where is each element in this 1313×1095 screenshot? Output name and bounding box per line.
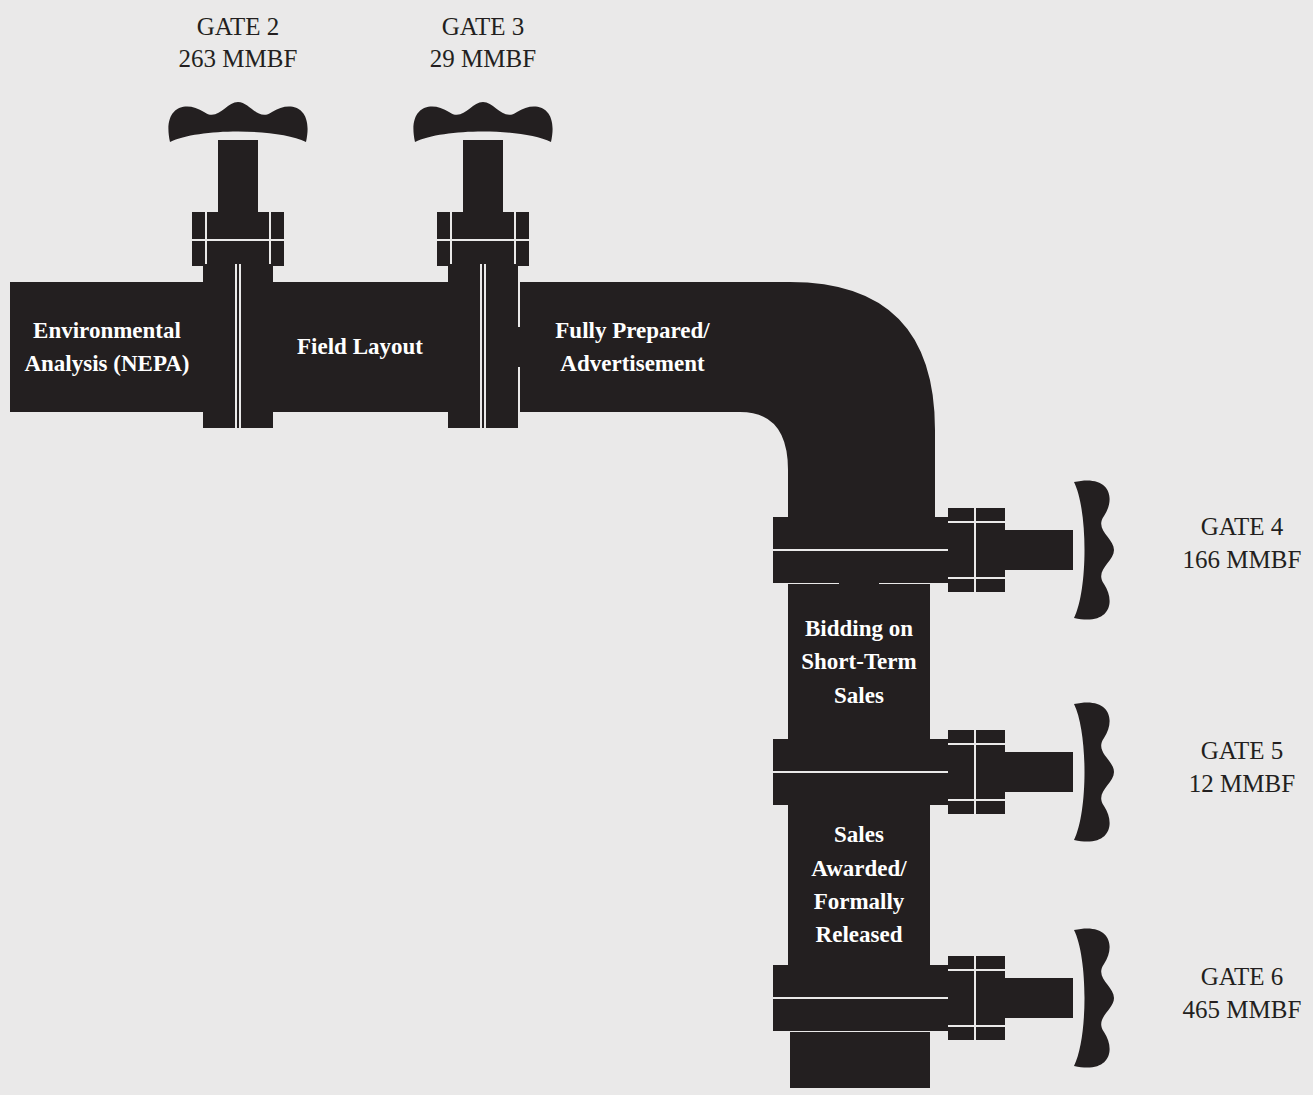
valve-stem <box>463 140 503 215</box>
handle-shape <box>1074 480 1114 619</box>
valve-nut <box>437 212 529 266</box>
nut-line <box>948 577 1005 579</box>
nut-line <box>948 799 1005 801</box>
gate-name: GATE 4 <box>1201 512 1284 542</box>
valve-nut <box>948 730 1005 814</box>
valve-handle <box>1074 928 1114 1067</box>
valve-flange <box>773 739 951 805</box>
handle-shape <box>168 102 307 142</box>
section-label: Field Layout <box>297 330 423 363</box>
valve-flange <box>773 965 951 1031</box>
valve-stem <box>1003 978 1073 1018</box>
gate-name: GATE 2 <box>197 12 280 42</box>
gate-name: GATE 5 <box>1201 736 1284 766</box>
pipe-section: Sales Awarded/ Formally Released <box>788 805 930 965</box>
valve-stem <box>1003 530 1073 570</box>
handle-shape <box>1074 702 1114 841</box>
valve-stem <box>1003 752 1073 792</box>
nut-line <box>948 743 1005 745</box>
handle-shape <box>1074 928 1114 1067</box>
handle-shape <box>413 102 552 142</box>
flange-line <box>235 264 237 428</box>
valve-stem <box>218 140 258 215</box>
flange-line <box>773 771 951 773</box>
valve-nut <box>948 956 1005 1040</box>
section-label: Fully Prepared/ Advertisement <box>526 314 739 381</box>
flange-line <box>484 264 486 428</box>
volume-figure: 29 MMBF <box>430 44 536 74</box>
nut-line <box>192 239 284 241</box>
valve-flange <box>448 264 518 428</box>
valve-handle <box>168 102 307 142</box>
nut-line <box>974 508 976 592</box>
volume-figure: 12 MMBF <box>1189 769 1295 799</box>
nut-line <box>948 521 1005 523</box>
nut-line <box>948 1025 1005 1027</box>
flange-line <box>480 264 482 428</box>
flange-line <box>773 549 951 551</box>
section-label: Bidding on Short-Term Sales <box>794 612 924 712</box>
valve-handle <box>413 102 552 142</box>
pipe-section: Environmental Analysis (NEPA) <box>10 282 204 412</box>
nut-line <box>974 730 976 814</box>
gate-name: GATE 3 <box>442 12 525 42</box>
nut-line <box>974 956 976 1040</box>
flange-line <box>773 997 951 999</box>
valve-nut <box>192 212 284 266</box>
pipe-section: Fully Prepared/ Advertisement <box>520 282 745 412</box>
volume-figure: 465 MMBF <box>1183 995 1302 1025</box>
valve-flange <box>203 264 273 428</box>
section-label: Environmental Analysis (NEPA) <box>16 314 198 381</box>
nut-line <box>437 239 529 241</box>
pipe-section: Field Layout <box>272 282 448 412</box>
pipe-stub <box>790 1032 930 1088</box>
nut-line <box>948 969 1005 971</box>
volume-figure: 263 MMBF <box>179 44 298 74</box>
flange-line <box>239 264 241 428</box>
valve-handle <box>1074 702 1114 841</box>
pipe-section: Bidding on Short-Term Sales <box>788 584 930 740</box>
volume-figure: 166 MMBF <box>1183 545 1302 575</box>
valve-handle <box>1074 480 1114 619</box>
section-label: Sales Awarded/ Formally Released <box>794 818 924 951</box>
valve-nut <box>948 508 1005 592</box>
gate-name: GATE 6 <box>1201 962 1284 992</box>
valve-flange <box>773 517 951 583</box>
pipe-elbow <box>520 282 935 520</box>
